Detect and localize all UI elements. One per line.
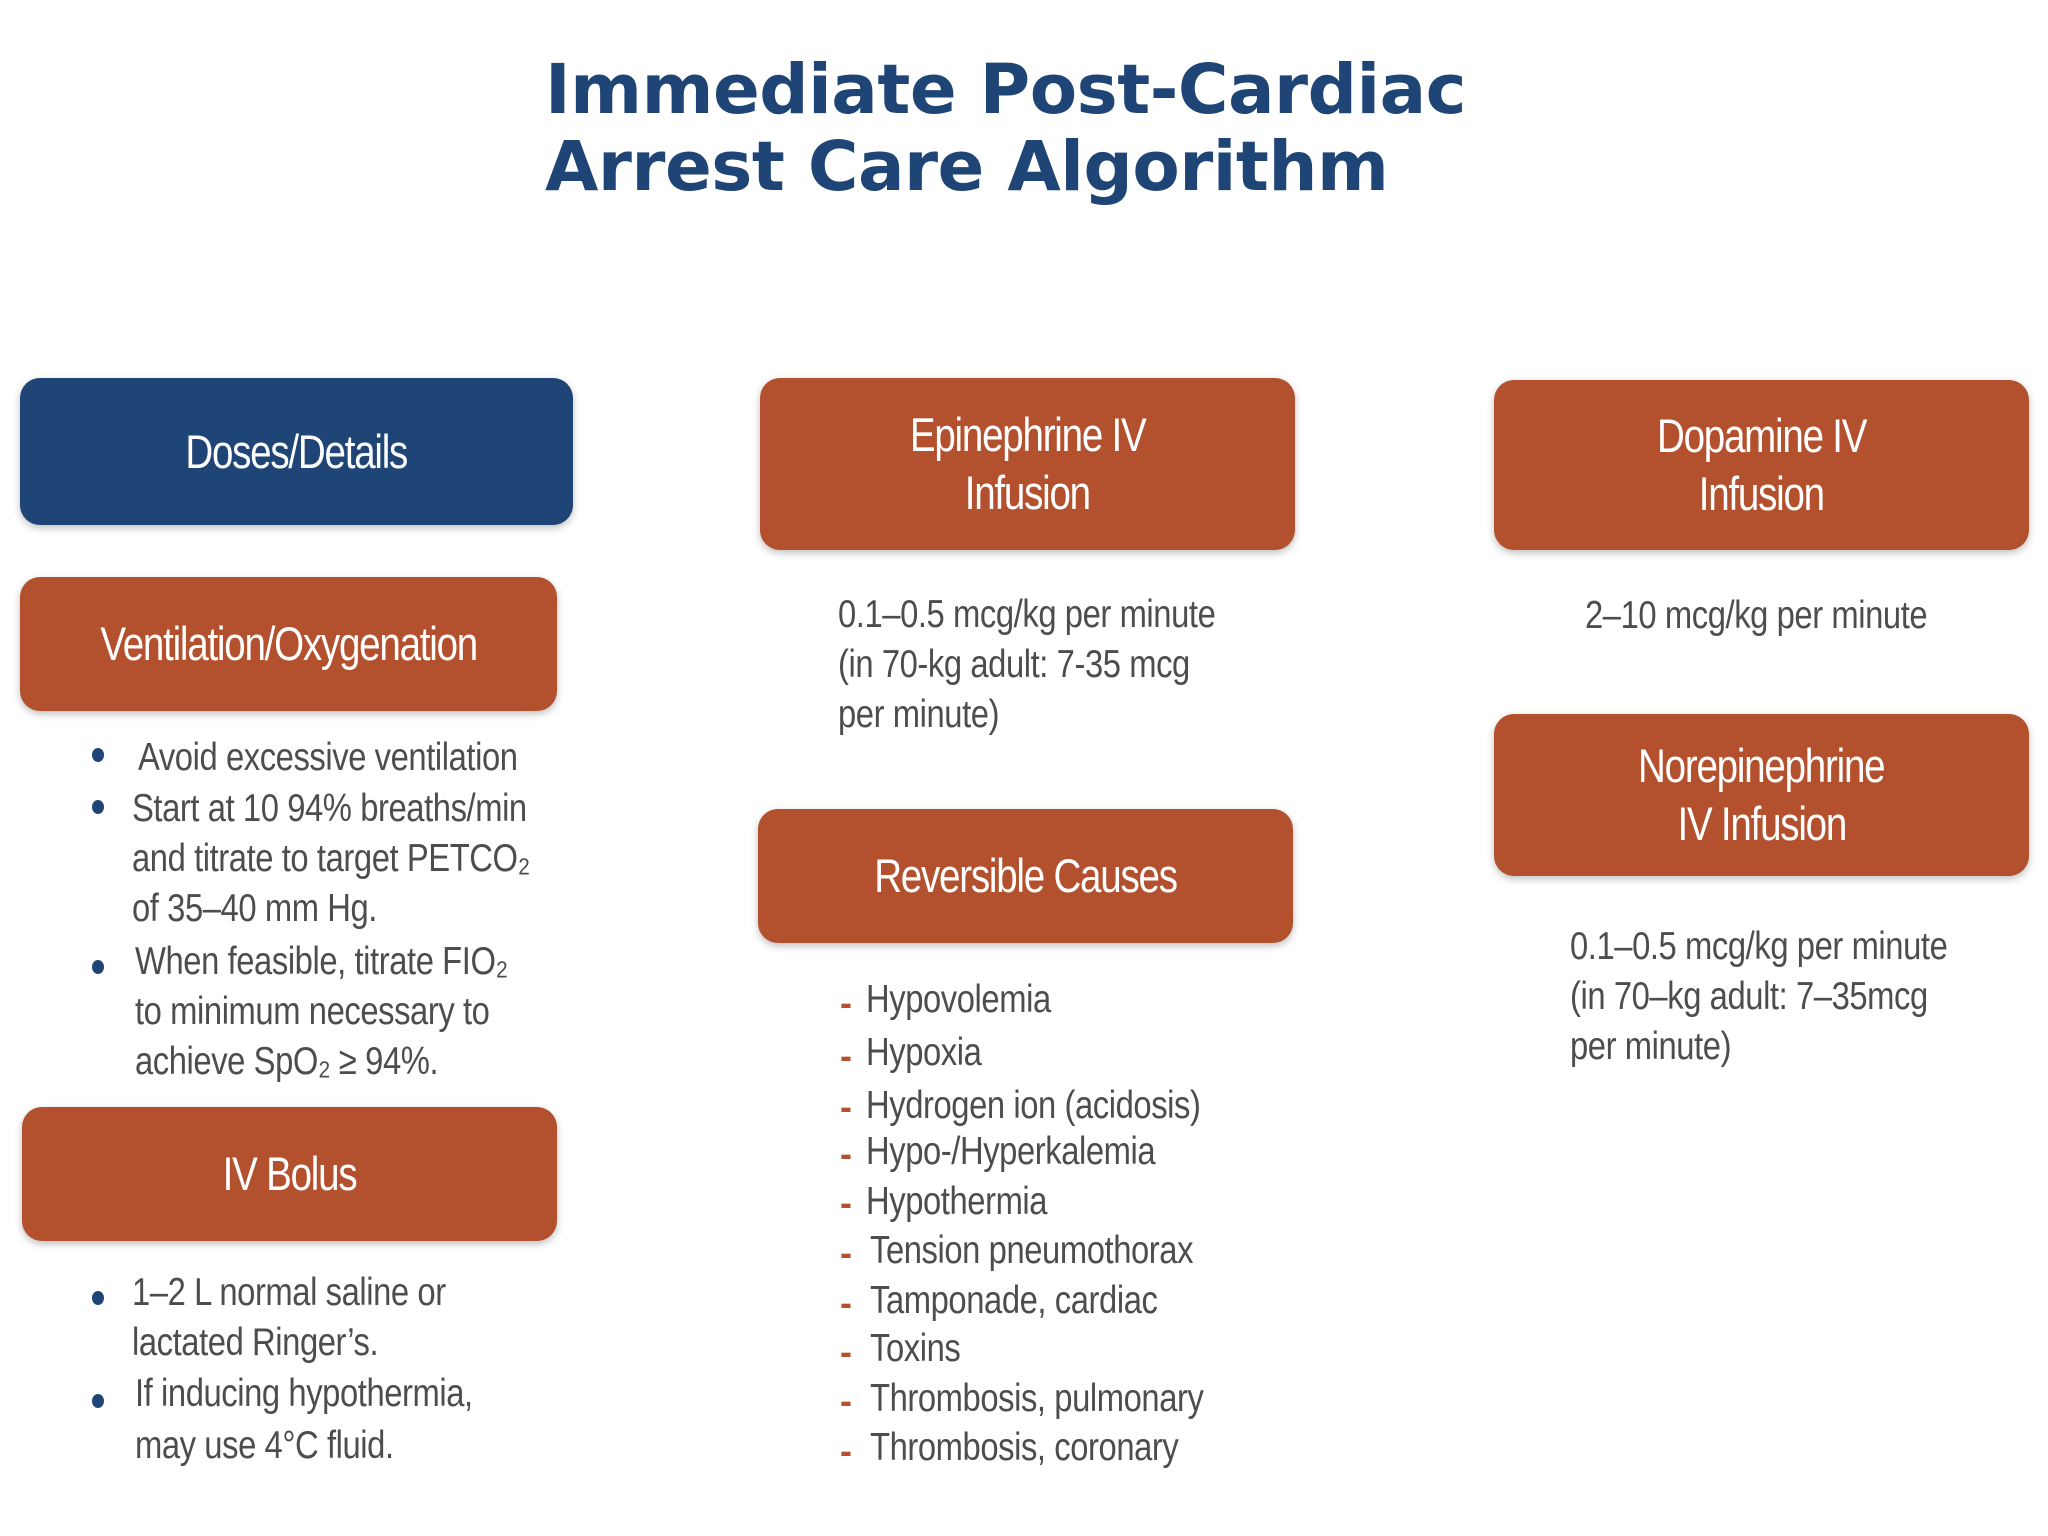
reversible-causes-label: Reversible Causes bbox=[874, 849, 1178, 902]
dopamine-infusion-header: Dopamine IV Infusion bbox=[1494, 380, 2029, 550]
ventilation-bullet-3-line-2: to minimum necessary to bbox=[135, 990, 490, 1033]
reversible-causes-header: Reversible Causes bbox=[758, 809, 1293, 943]
epinephrine-header-line-2: Infusion bbox=[964, 466, 1091, 519]
dopamine-dose-line-1: 2–10 mcg/kg per minute bbox=[1585, 594, 1928, 637]
bullet-icon bbox=[92, 960, 104, 974]
iv-bolus-bullet-2-line-2: may use 4°C fluid. bbox=[135, 1424, 394, 1467]
list-item: Thrombosis, pulmonary bbox=[870, 1377, 1204, 1420]
dash-icon: - bbox=[840, 1282, 852, 1323]
norepinephrine-header-line-1: Norepinephrine bbox=[1638, 739, 1886, 792]
norepinephrine-infusion-header: Norepinephrine IV Infusion bbox=[1494, 714, 2029, 876]
ventilation-bullet-3-line-3: achieve SpO₂ ≥ 94%. bbox=[135, 1040, 439, 1083]
dopamine-header-line-2: Infusion bbox=[1698, 467, 1825, 520]
bullet-icon bbox=[92, 800, 104, 814]
ventilation-oxygenation-label: Ventilation/Oxygenation bbox=[100, 617, 478, 670]
dash-icon: - bbox=[840, 1430, 852, 1471]
page-title: Immediate Post-Cardiac Arrest Care Algor… bbox=[545, 50, 1467, 207]
dash-icon: - bbox=[840, 1035, 852, 1076]
norepinephrine-header-line-2: IV Infusion bbox=[1677, 797, 1847, 850]
epinephrine-header-line-1: Epinephrine IV bbox=[909, 408, 1147, 461]
epinephrine-dose-line-2: (in 70-kg adult: 7-35 mcg bbox=[838, 643, 1190, 686]
ventilation-oxygenation-header: Ventilation/Oxygenation bbox=[20, 577, 557, 711]
list-item: Tamponade, cardiac bbox=[870, 1279, 1158, 1322]
dash-icon: - bbox=[840, 1086, 852, 1127]
dash-icon: - bbox=[840, 1182, 852, 1223]
ventilation-bullet-2-line-1: Start at 10 94% breaths/min bbox=[132, 787, 527, 830]
list-item: Hypovolemia bbox=[866, 978, 1051, 1021]
epinephrine-infusion-header: Epinephrine IV Infusion bbox=[760, 378, 1295, 550]
ventilation-bullet-2-line-2: and titrate to target PETCO₂ bbox=[132, 837, 530, 880]
dopamine-header-line-1: Dopamine IV bbox=[1656, 409, 1867, 462]
list-item: Hypothermia bbox=[866, 1180, 1048, 1223]
list-item: Thrombosis, coronary bbox=[870, 1426, 1179, 1469]
norepinephrine-dose-line-1: 0.1–0.5 mcg/kg per minute bbox=[1570, 925, 1948, 968]
bullet-icon bbox=[92, 1291, 104, 1305]
doses-details-label: Doses/Details bbox=[185, 424, 409, 478]
dash-icon: - bbox=[840, 1232, 852, 1273]
norepinephrine-dose-line-3: per minute) bbox=[1570, 1025, 1732, 1068]
bullet-icon bbox=[92, 748, 104, 762]
list-item: Hypoxia bbox=[866, 1031, 982, 1074]
iv-bolus-header: IV Bolus bbox=[22, 1107, 557, 1241]
iv-bolus-bullet-1-line-1: 1–2 L normal saline or bbox=[132, 1271, 446, 1314]
title-line-2: Arrest Care Algorithm bbox=[545, 127, 1389, 207]
ventilation-bullet-2-line-3: of 35–40 mm Hg. bbox=[132, 887, 377, 930]
ventilation-bullet-3-line-1: When feasible, titrate FIO₂ bbox=[135, 940, 508, 983]
dash-icon: - bbox=[840, 1331, 852, 1372]
epinephrine-dose-line-3: per minute) bbox=[838, 693, 1000, 736]
list-item: Hydrogen ion (acidosis) bbox=[866, 1084, 1201, 1127]
epinephrine-dose-line-1: 0.1–0.5 mcg/kg per minute bbox=[838, 593, 1216, 636]
doses-details-header: Doses/Details bbox=[20, 378, 573, 525]
ventilation-bullet-1-line-1: Avoid excessive ventilation bbox=[138, 736, 518, 779]
iv-bolus-bullet-2-line-1: If inducing hypothermia, bbox=[135, 1372, 473, 1415]
list-item: Toxins bbox=[870, 1327, 961, 1370]
dash-icon: - bbox=[840, 982, 852, 1023]
dash-icon: - bbox=[840, 1133, 852, 1174]
bullet-icon bbox=[92, 1394, 104, 1408]
iv-bolus-label: IV Bolus bbox=[222, 1147, 358, 1200]
iv-bolus-bullet-1-line-2: lactated Ringer’s. bbox=[132, 1321, 379, 1364]
list-item: Hypo-/Hyperkalemia bbox=[866, 1130, 1156, 1173]
list-item: Tension pneumothorax bbox=[870, 1229, 1194, 1272]
dash-icon: - bbox=[840, 1380, 852, 1421]
norepinephrine-dose-line-2: (in 70–kg adult: 7–35mcg bbox=[1570, 975, 1928, 1018]
title-line-1: Immediate Post-Cardiac bbox=[545, 50, 1467, 130]
